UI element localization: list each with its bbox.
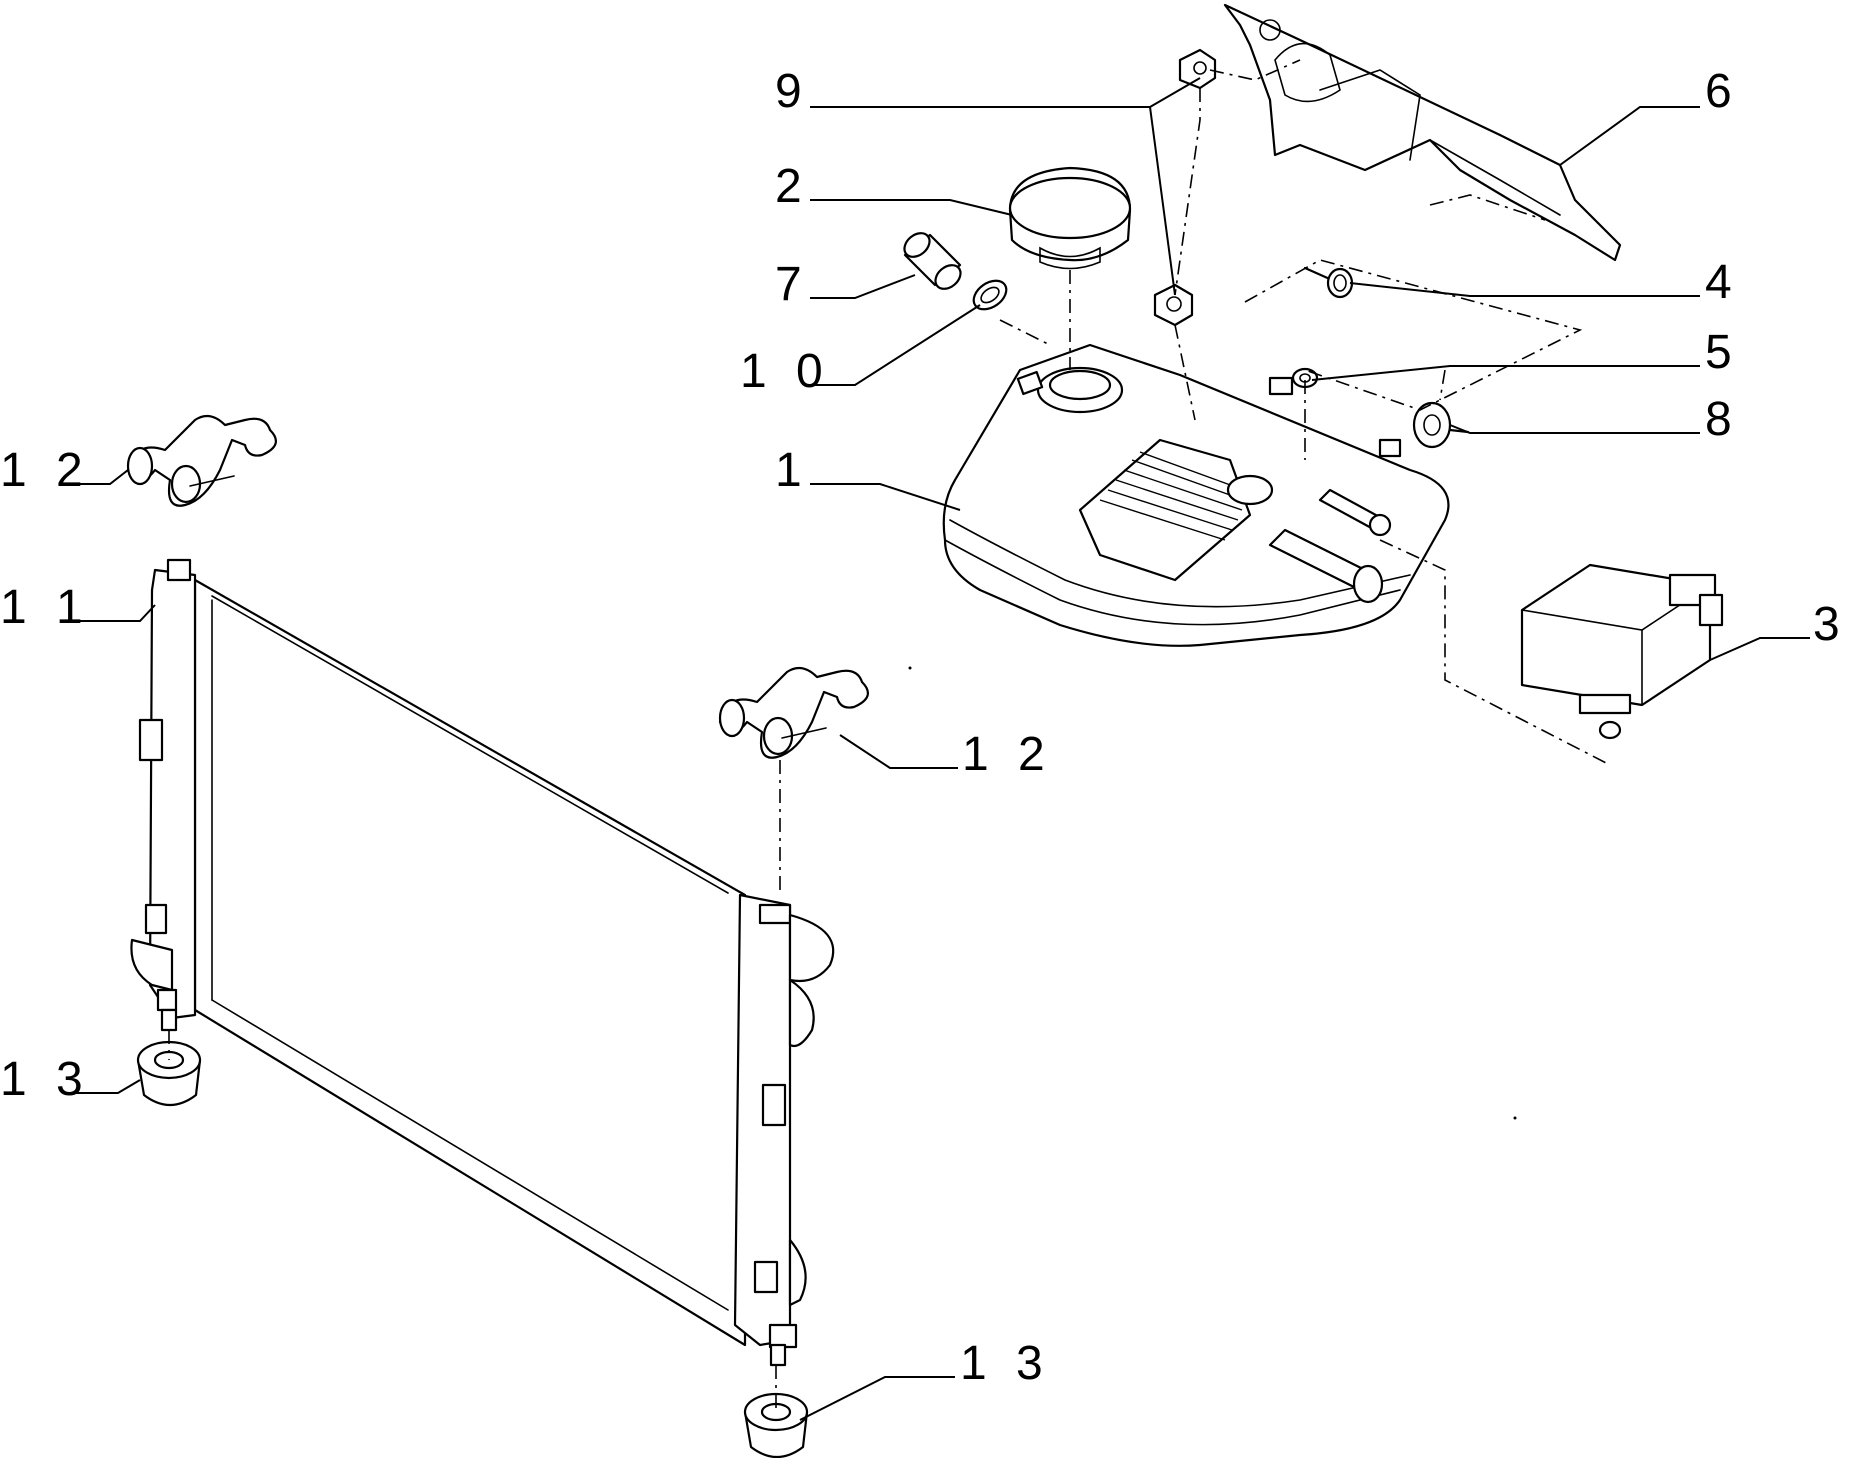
nut-lower (1153, 283, 1194, 327)
radiator (130, 558, 835, 1367)
hose-clamp (972, 279, 1008, 311)
callout-9: 9 (775, 65, 810, 118)
filler-cap (1008, 166, 1132, 270)
rubber-mount-right (743, 1392, 809, 1458)
mounting-bracket (1223, 3, 1622, 262)
callout-2: 2 (775, 160, 810, 213)
control-unit (1520, 563, 1724, 740)
leader-lines (65, 77, 1810, 1421)
callout-11: 1 1 (0, 581, 91, 634)
callout-12-left: 1 2 (0, 444, 91, 497)
radiator-clip-top-right (718, 666, 869, 759)
callout-6: 6 (1705, 65, 1740, 118)
callout-12-right: 1 2 (962, 728, 1053, 781)
callout-10: 1 0 (740, 345, 831, 398)
callout-7: 7 (775, 258, 810, 311)
callout-13-right: 1 3 (960, 1337, 1051, 1390)
hose-sleeve (903, 232, 962, 290)
sensor-bolt (1303, 266, 1354, 299)
callout-5: 5 (1705, 326, 1740, 379)
callout-4: 4 (1705, 256, 1740, 309)
assembly-lines (168, 59, 1611, 1412)
callout-8: 8 (1705, 393, 1740, 446)
callout-1: 1 (775, 444, 810, 497)
callout-13-left: 1 3 (0, 1053, 91, 1106)
scan-speck (908, 666, 912, 670)
scan-speck (1513, 1116, 1517, 1120)
callout-3: 3 (1813, 598, 1848, 651)
radiator-clip-top-left (126, 414, 277, 507)
nut-upper (1178, 48, 1217, 90)
callout-labels: 9 2 7 1 0 1 6 4 5 8 3 1 2 1 1 1 2 1 3 1 … (0, 65, 1848, 1390)
expansion-tank (942, 343, 1450, 647)
